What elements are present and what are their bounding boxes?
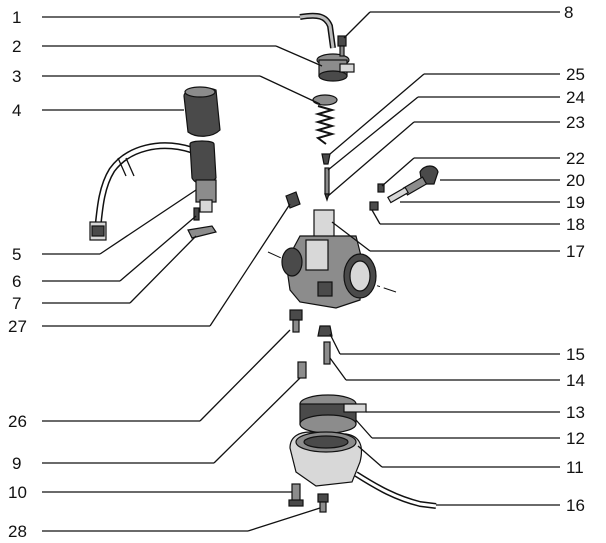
part-24-25-needle bbox=[321, 153, 331, 202]
callout-13: 13 bbox=[566, 403, 585, 422]
part-16-hose bbox=[354, 471, 437, 509]
part-1-tube bbox=[299, 12, 336, 49]
part-27-cap bbox=[285, 191, 301, 209]
part-11-13-float-bowl bbox=[289, 394, 367, 487]
callout-12: 12 bbox=[566, 429, 585, 448]
part-4-boot bbox=[183, 86, 221, 137]
part-6-7-clip bbox=[187, 207, 217, 239]
callout-26: 26 bbox=[8, 412, 27, 431]
callout-14: 14 bbox=[566, 371, 585, 390]
part-17-carburetor-body bbox=[267, 209, 397, 309]
part-2-top-cap bbox=[316, 53, 355, 82]
part-28-screw bbox=[317, 493, 329, 513]
part-5-wire-harness bbox=[89, 140, 217, 241]
callout-10: 10 bbox=[8, 483, 27, 502]
callout-11: 11 bbox=[566, 458, 584, 477]
callout-23: 23 bbox=[566, 113, 585, 132]
callout-17: 17 bbox=[566, 242, 585, 261]
part-18-22-idle-screw bbox=[369, 165, 439, 211]
callout-9: 9 bbox=[12, 454, 21, 473]
callout-25: 25 bbox=[566, 65, 585, 84]
part-14-15-jet bbox=[317, 325, 333, 365]
callout-labels: 1 2 3 4 5 6 7 8 9 10 11 12 13 14 15 16 1… bbox=[8, 3, 585, 541]
callout-24: 24 bbox=[566, 88, 585, 107]
part-10-screw bbox=[288, 483, 304, 507]
callout-3: 3 bbox=[12, 67, 21, 86]
part-3-spring bbox=[312, 94, 338, 145]
callout-22: 22 bbox=[566, 149, 585, 168]
callout-15: 15 bbox=[566, 345, 585, 364]
callout-5: 5 bbox=[12, 245, 21, 264]
callout-19: 19 bbox=[566, 193, 585, 212]
callout-18: 18 bbox=[566, 215, 585, 234]
callout-16: 16 bbox=[566, 496, 585, 515]
part-9-jet bbox=[297, 361, 307, 379]
callout-2: 2 bbox=[12, 37, 21, 56]
callout-4: 4 bbox=[12, 101, 21, 120]
callout-28: 28 bbox=[8, 522, 27, 541]
callout-20: 20 bbox=[566, 171, 585, 190]
callout-7: 7 bbox=[12, 294, 21, 313]
part-8-screw bbox=[337, 35, 347, 57]
part-26-screw bbox=[289, 309, 303, 333]
callout-1: 1 bbox=[12, 8, 21, 27]
callout-27: 27 bbox=[8, 317, 27, 336]
leader-lines bbox=[42, 11, 560, 532]
callout-6: 6 bbox=[12, 272, 21, 291]
callout-8: 8 bbox=[564, 3, 573, 22]
